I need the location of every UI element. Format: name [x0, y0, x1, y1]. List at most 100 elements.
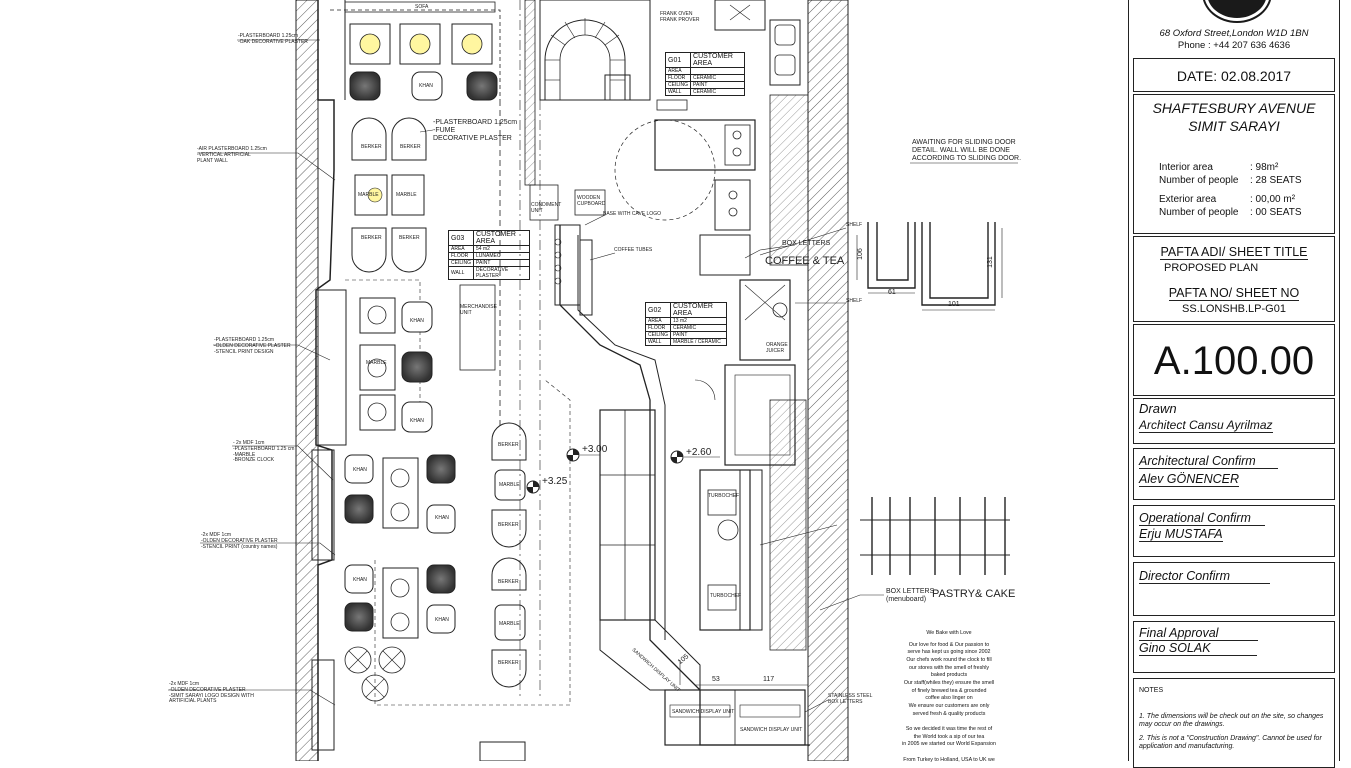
- mdf-bronze-note: - 2x MDF 1cm -PLASTERBOARD 1.25 cm -MARB…: [233, 440, 295, 464]
- coffee-tubes-label: COFFEE TUBES: [614, 247, 653, 253]
- title-block: 68 Oxford Street,London W1D 1BN Phone : …: [1128, 0, 1340, 768]
- arch-confirm-label: Architectural Confirm: [1139, 454, 1278, 469]
- director-confirm-box: Director Confirm: [1133, 562, 1335, 616]
- brand-story: We Bake with Love Our love for food & Ou…: [893, 630, 1005, 764]
- brand-story-line: the World took a sip of our tea: [913, 733, 985, 740]
- air-plasterboard-note: -AIR PLASTERBOARD 1.25cm -VERTICAL ARTIF…: [197, 146, 267, 164]
- area-table-cell: [690, 67, 745, 75]
- shelf-label-1: SHELF: [846, 222, 863, 228]
- area-table-cell: AREA: [664, 67, 692, 75]
- right-wall-hatch: [807, 0, 849, 761]
- area-code: G03: [447, 230, 475, 246]
- seat-label: KHAN: [435, 617, 449, 623]
- sofa-label: SOFA: [415, 4, 429, 10]
- area-table-cell: CERAMIC: [670, 324, 727, 332]
- people-value-1: : 28 SEATS: [1250, 175, 1302, 186]
- area-table-cell: MARBLE / CERAMIC: [670, 338, 727, 346]
- seat-label: MARBLE: [499, 621, 520, 627]
- final-approval-label: Final Approval: [1139, 626, 1259, 641]
- area-table-cell: WALL: [664, 88, 692, 96]
- notes-box: NOTES 1. The dimensions will be check ou…: [1133, 678, 1335, 768]
- final-approval-box: Final Approval Gino SOLAK: [1133, 621, 1335, 673]
- area-table-cell: WALL: [644, 338, 672, 346]
- area-code: G02: [644, 302, 672, 318]
- brand-story-line: From Turkey to Holland, USA to UK we: [903, 756, 995, 763]
- seat-label: KHAN: [410, 318, 424, 324]
- brand-story-line: our stores with the smell of freshly: [908, 664, 990, 671]
- op-confirm-name: Erju MUSTAFA: [1139, 527, 1223, 542]
- area-table-cell: DECORATIVE PLASTER: [473, 266, 530, 280]
- condiment-label: CONDIMENT UNIT: [531, 202, 562, 214]
- brand-story-line: served fresh & quality products: [912, 710, 986, 717]
- notes-title: NOTES: [1139, 687, 1164, 694]
- mdf-stencil-note: -2x MDF 1cm -OLDEN DECORATIVE PLASTER -S…: [201, 532, 278, 550]
- interior-area-value: : 98m²: [1250, 162, 1279, 173]
- seat-label: BERKER: [361, 235, 382, 241]
- turbochef-label-2: TURBOCHEF: [710, 593, 742, 599]
- sheet-number: SS.LONSHB.LP-G01: [1182, 303, 1286, 315]
- tables-lower-right: [491, 422, 527, 688]
- brand-story-line: We ensure our customers are only: [908, 703, 990, 710]
- coffee-tea-sign: COFFEE & TEA: [765, 255, 845, 267]
- exterior-area-label: Exterior area: [1159, 194, 1217, 205]
- op-confirm-box: Operational Confirm Erju MUSTAFA: [1133, 505, 1335, 557]
- area-table-cell: AREA: [644, 317, 672, 325]
- exterior-area-value: : 00,00 m²: [1250, 194, 1296, 205]
- people-value-2: : 00 SEATS: [1250, 207, 1302, 218]
- shelf-detail-1: [856, 222, 1003, 311]
- area-table-cell: 54 m2: [473, 245, 530, 253]
- seat-label: BERKER: [361, 144, 382, 150]
- elevation-260: +2.60: [686, 447, 712, 458]
- people-label-2: Number of people: [1159, 207, 1239, 218]
- shelf-detail-2: [860, 497, 1010, 575]
- area-table-cell: AREA: [447, 245, 475, 253]
- door-swing: [614, 119, 716, 221]
- merchandise-label: MERCHANDISE UNIT: [460, 304, 497, 316]
- elevation-325: +3.25: [542, 476, 568, 487]
- area-table-cell: CEILING: [644, 331, 672, 339]
- drawn-name: Architect Cansu Ayrilmaz: [1139, 418, 1273, 433]
- area-table-cell: FLOOR: [664, 74, 692, 82]
- plasterboard-top-note: -PLASTERBOARD 1.25cm -OAK DECORATIVE PLA…: [238, 33, 308, 45]
- seat-label: BERKER: [498, 579, 519, 585]
- seat-label: BERKER: [399, 235, 420, 241]
- orange-juicer-label: ORANGE JUICER: [766, 342, 788, 354]
- brand-story-line: Our chefs work round the clock to fill: [906, 657, 992, 664]
- seat-label: BERKER: [400, 144, 421, 150]
- shelf-label-2: SHELF: [846, 298, 863, 304]
- seat-label: MARBLE: [499, 482, 520, 488]
- dim-53: 53: [712, 676, 720, 683]
- staircase: [544, 18, 626, 100]
- turbochef-label-1: TURBOCHEF: [708, 493, 740, 499]
- brand-story-line: [893, 718, 1005, 726]
- seat-label: MARBLE: [366, 360, 387, 366]
- area-name: CUSTOMER AREA: [473, 230, 530, 246]
- area-table-cell: PAINT: [690, 81, 745, 89]
- area-name: CUSTOMER AREA: [690, 52, 745, 68]
- sandwich-unit-1: SANDWICH DISPLAY UNIT: [672, 709, 735, 715]
- area-table-cell: WALL: [447, 266, 475, 280]
- project-name-1: SHAFTESBURY AVENUE: [1152, 100, 1316, 116]
- dim-117: 117: [763, 676, 775, 683]
- elevation-300: +3.00: [582, 444, 608, 455]
- brand-story-line: Our staff(whiles they) ensure the smell: [903, 680, 995, 687]
- sliding-door-note: AWAITING FOR SLIDING DOOR DETAIL. WALL W…: [912, 139, 1022, 163]
- seat-label: KHAN: [353, 467, 367, 473]
- plaster-stencil-note: -PLASTERBOARD 1.25cm -OLDEN DECORATIVE P…: [214, 337, 291, 355]
- tables-lower-left: [344, 454, 456, 702]
- stainless-label: STAINLESS STEEL BOX LETTERS: [828, 693, 873, 705]
- project-name-2: SIMIT SARAYI: [1188, 118, 1280, 134]
- area-table-cell: LUNAMEC: [473, 252, 530, 260]
- sofa: [344, 1, 496, 13]
- frank-oven-label: FRANK OVEN FRANK PROVER: [660, 11, 700, 23]
- brand-story-line: baked products: [930, 672, 968, 679]
